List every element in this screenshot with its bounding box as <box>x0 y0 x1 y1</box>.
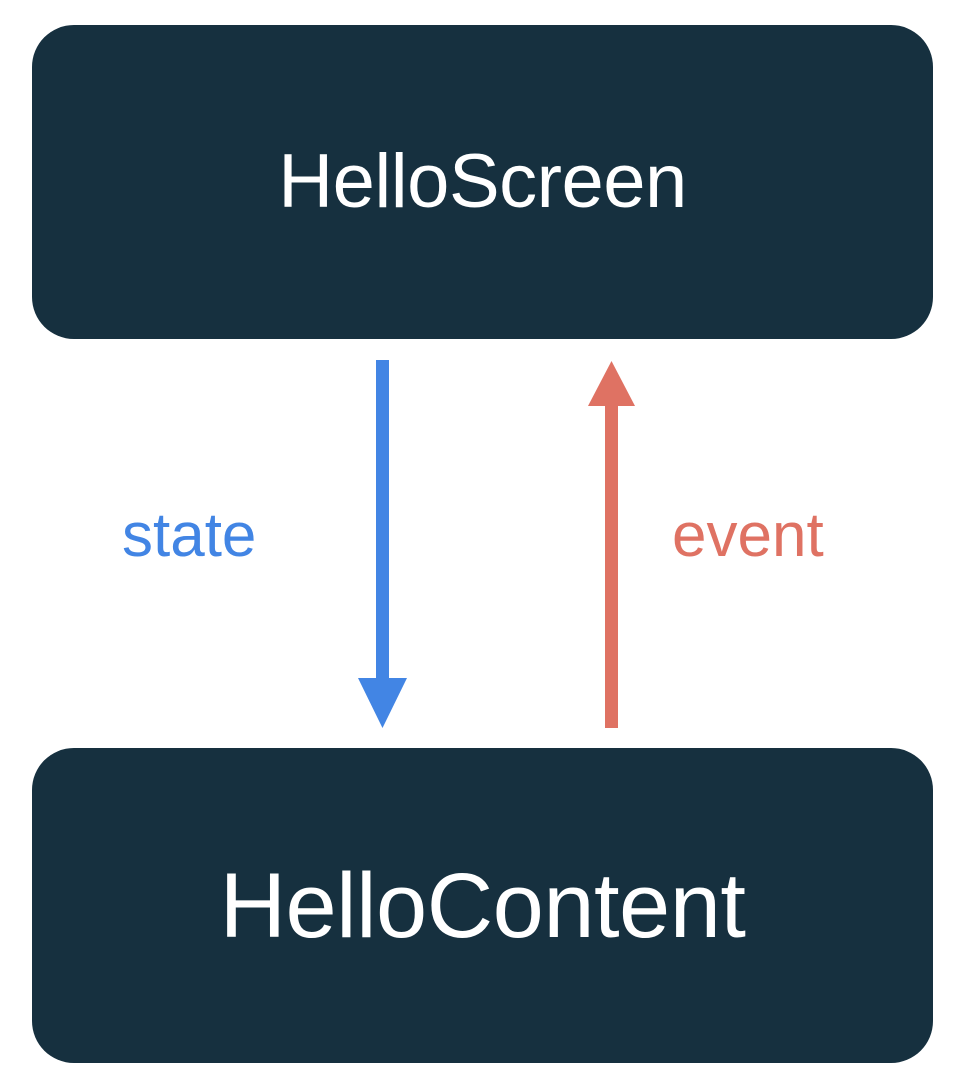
state-arrow-down-icon <box>358 360 407 728</box>
event-arrow-up-icon <box>588 361 635 728</box>
node-hello-screen[interactable]: HelloScreen <box>32 25 933 339</box>
node-hello-content-label: HelloContent <box>219 854 746 957</box>
node-hello-content[interactable]: HelloContent <box>32 748 933 1063</box>
edge-label-event: event <box>672 501 824 570</box>
node-hello-screen-label: HelloScreen <box>278 139 687 224</box>
edge-label-state: state <box>122 501 257 570</box>
